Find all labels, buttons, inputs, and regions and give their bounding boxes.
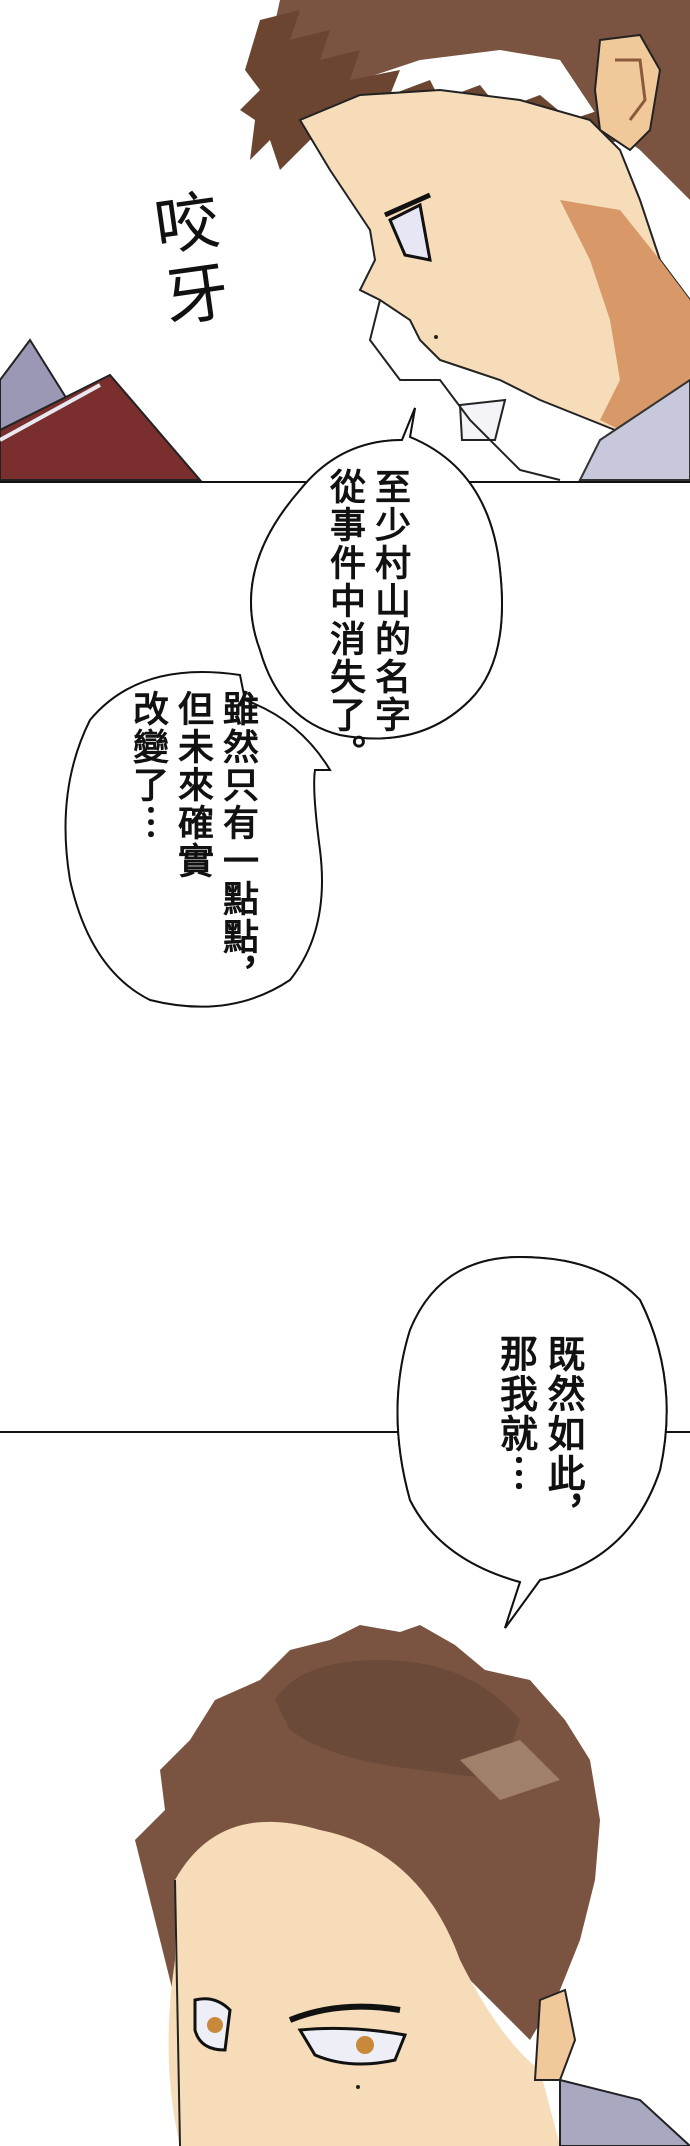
speech-bubble-3: 既然如此， 那我就⋯	[492, 1334, 587, 1534]
speech-line: 雖然只有一點點，	[217, 690, 259, 994]
speech-bubble-1: 至少村山的名字 從事件中消失了。	[322, 468, 412, 772]
speech-line: 但未來確實	[172, 690, 214, 880]
speech-line: 改變了⋯	[127, 690, 169, 842]
book	[0, 338, 203, 481]
speech-line: 至少村山的名字	[369, 468, 411, 734]
panel-border-2	[0, 1431, 690, 1433]
panel-1-character	[240, 0, 690, 481]
speech-line: 既然如此，	[541, 1334, 586, 1534]
panel-3-character	[135, 1625, 690, 2146]
speech-bubble-2-shape	[64, 671, 332, 1008]
speech-bubble-2: 雖然只有一點點， 但未來確實 改變了⋯	[125, 690, 260, 994]
sound-effect-text: 咬牙	[139, 185, 233, 339]
speech-line: 那我就⋯	[493, 1334, 539, 1494]
speech-line: 從事件中消失了。	[324, 468, 366, 772]
